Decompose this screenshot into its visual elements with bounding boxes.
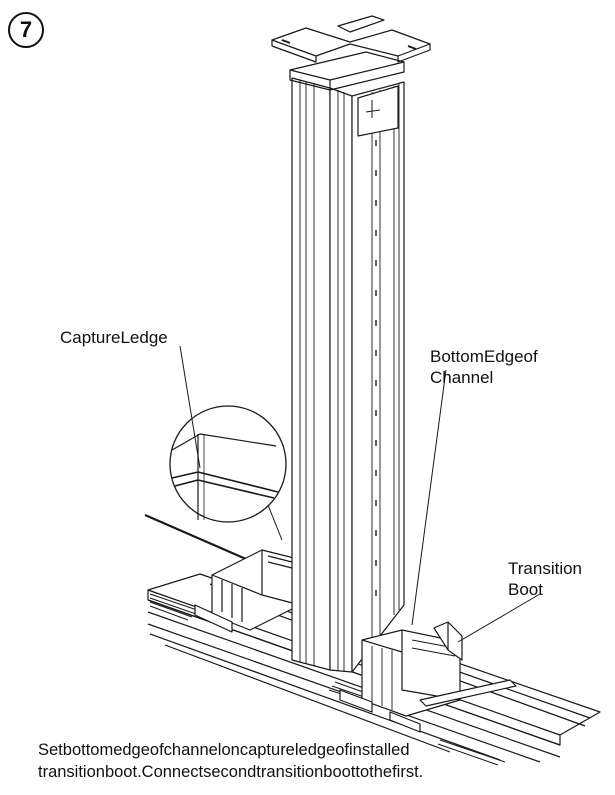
label-transition-boot-line-1: Transition (508, 559, 583, 578)
label-capture-ledge: CaptureLedge (60, 328, 168, 347)
label-bottom-edge-line-1: BottomEdgeof (430, 347, 538, 366)
capture-ledge-detail (169, 405, 287, 541)
caption-line-1: Setbottomedgeofchanneloncaptureledgeofin… (38, 741, 410, 759)
label-transition-boot: Transition Boot (508, 558, 582, 600)
instruction-caption: Setbottomedgeofchanneloncaptureledgeofin… (38, 739, 598, 783)
left-transition-boot (194, 549, 303, 633)
cable-line (144, 513, 263, 568)
top-mounting-bracket (271, 15, 431, 63)
label-transition-boot-line-2: Boot (508, 580, 543, 599)
right-transition-boot (339, 621, 517, 733)
leader-lines (179, 345, 541, 643)
caption-line-2: transitionboot.Connectsecondtransitionbo… (38, 763, 424, 781)
step-number-badge: 7 (8, 12, 44, 48)
step-number: 7 (19, 17, 33, 42)
vertical-channel (289, 51, 405, 673)
label-bottom-edge-line-2: Channel (430, 368, 494, 387)
label-bottom-edge: BottomEdgeof Channel (430, 346, 538, 388)
